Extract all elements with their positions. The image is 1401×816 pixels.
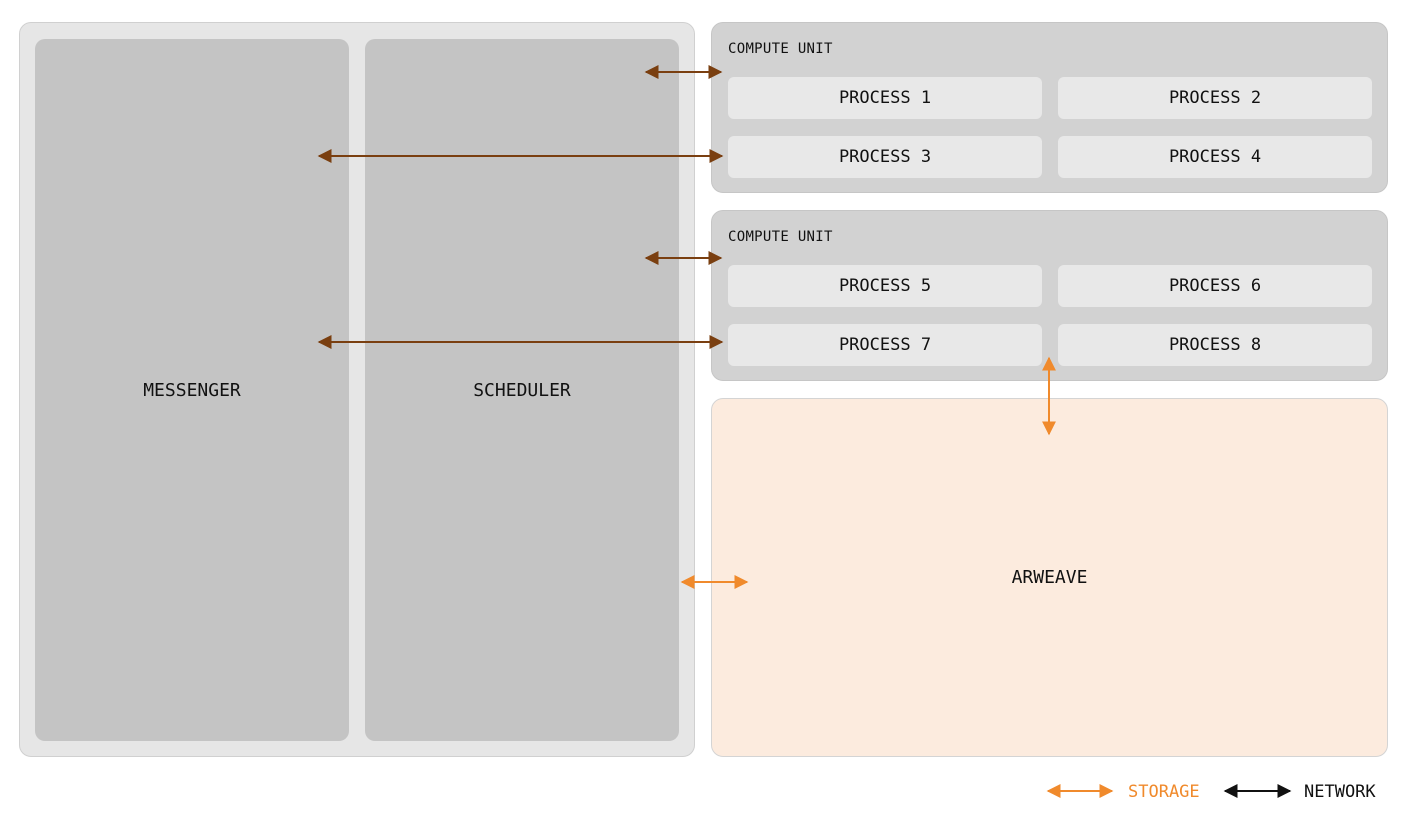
arweave-label: ARWEAVE bbox=[1011, 567, 1088, 588]
process-4: PROCESS 4 bbox=[1058, 136, 1372, 178]
arweave-block: ARWEAVE bbox=[711, 398, 1388, 757]
messenger-block: MESSENGER bbox=[35, 39, 349, 741]
compute-unit-title: COMPUTE UNIT bbox=[728, 41, 833, 57]
compute-unit-2: COMPUTE UNIT PROCESS 5 PROCESS 6 PROCESS… bbox=[711, 210, 1388, 381]
scheduler-label: SCHEDULER bbox=[473, 379, 571, 401]
process-8: PROCESS 8 bbox=[1058, 324, 1372, 366]
process-3: PROCESS 3 bbox=[728, 136, 1042, 178]
process-7: PROCESS 7 bbox=[728, 324, 1042, 366]
compute-unit-1: COMPUTE UNIT PROCESS 1 PROCESS 2 PROCESS… bbox=[711, 22, 1388, 193]
legend-storage-label: STORAGE bbox=[1128, 782, 1200, 802]
process-6: PROCESS 6 bbox=[1058, 265, 1372, 307]
legend-network-label: NETWORK bbox=[1304, 782, 1376, 802]
messenger-label: MESSENGER bbox=[143, 379, 241, 401]
process-5: PROCESS 5 bbox=[728, 265, 1042, 307]
compute-unit-title: COMPUTE UNIT bbox=[728, 229, 833, 245]
process-2: PROCESS 2 bbox=[1058, 77, 1372, 119]
process-1: PROCESS 1 bbox=[728, 77, 1042, 119]
